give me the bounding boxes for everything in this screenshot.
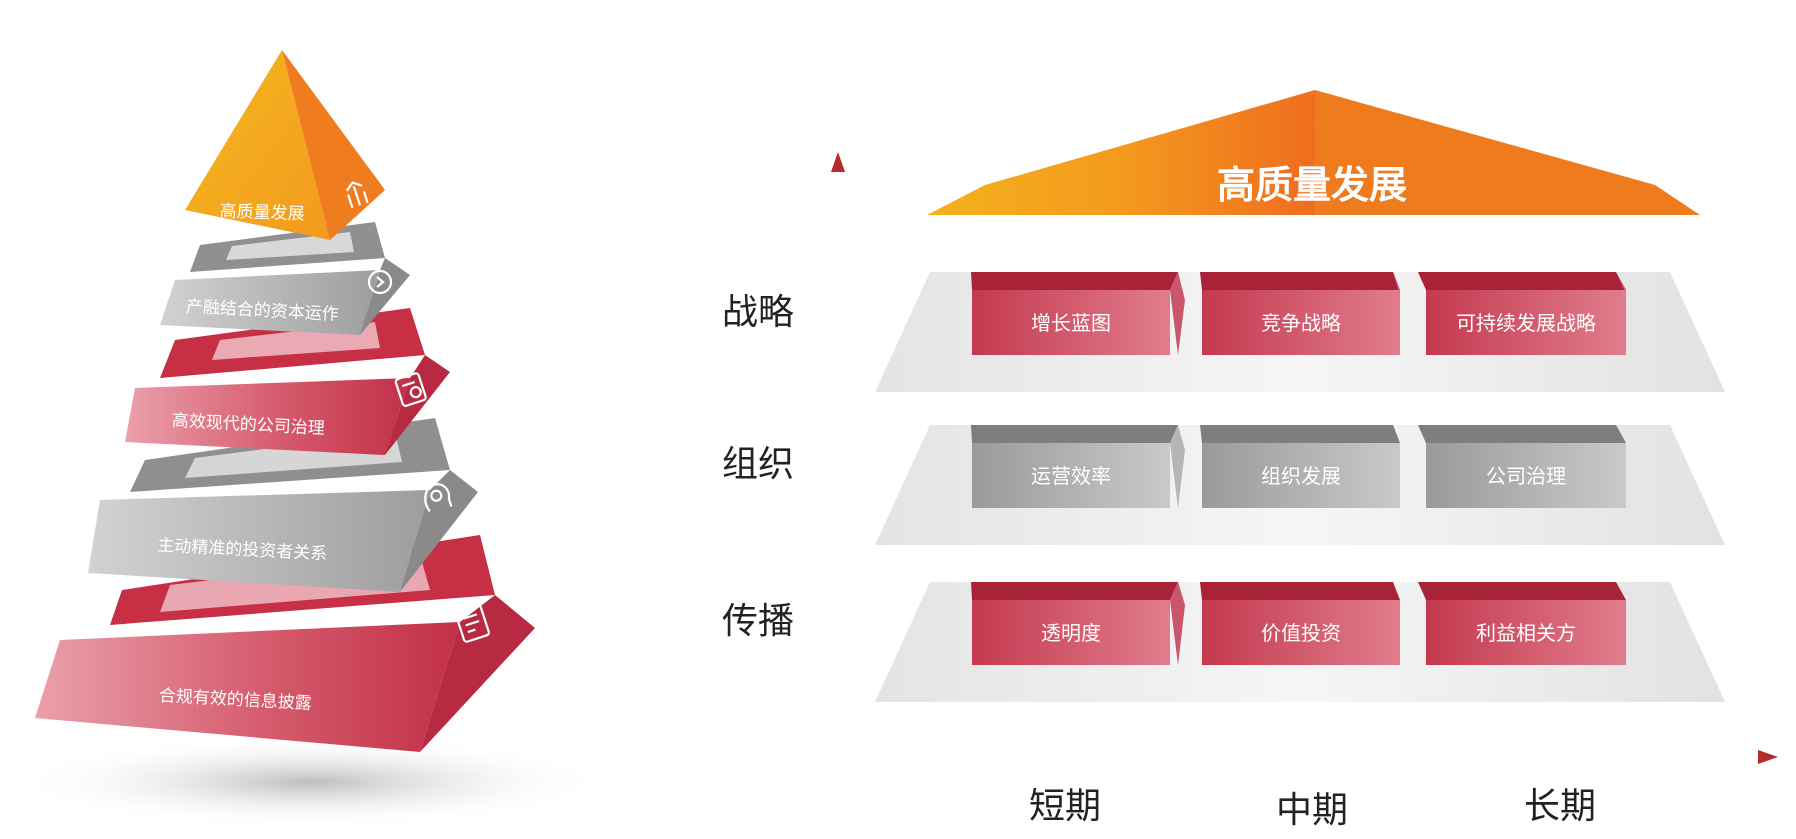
box-growth-blueprint: 增长蓝图 (971, 272, 1185, 355)
box-organizational-development: 组织发展 (1200, 425, 1400, 508)
x-label-short-term: 短期 (1029, 786, 1101, 827)
pyramid-level-2-inner (226, 232, 354, 260)
row-label-strategy: 战略 (722, 292, 794, 333)
y-axis (831, 152, 845, 730)
box-corporate-governance: 公司治理 (1418, 425, 1626, 508)
document-list-icon (454, 603, 490, 643)
head-gear-icon (424, 483, 453, 513)
pyramid-level-2: 产融结合的资本运作 (160, 222, 410, 335)
x-axis-arrow (1758, 750, 1778, 764)
pyramid-level-5-side (420, 595, 535, 752)
y-axis-arrow (831, 152, 845, 172)
x-label-long-term: 长期 (1524, 786, 1596, 827)
roof-right (1315, 90, 1700, 215)
box-label: 价值投资 (1261, 621, 1341, 645)
box-competitive-strategy: 竞争战略 (1200, 272, 1400, 355)
box-label: 增长蓝图 (1031, 311, 1111, 335)
pyramid-level-2-front (160, 270, 380, 335)
pyramid: 合规有效的信息披露 主动精准的投资者关系 高效现代的公司治理 (10, 50, 610, 828)
roof-label: 高质量发展 (1217, 163, 1407, 207)
pyramid-apex-right (282, 50, 385, 240)
pyramid-level-3-side (385, 355, 450, 455)
pyramid-level-1-label: 高质量发展 (219, 202, 305, 225)
framework: 高质量发展 战略 组织 传播 增长蓝图 竞争战略 (722, 90, 1778, 831)
pyramid-apex-left (185, 50, 330, 240)
pyramid-level-4-side (400, 470, 478, 592)
box-label: 运营效率 (1031, 464, 1111, 488)
pyramid-level-1: 高质量发展 (185, 50, 385, 240)
document-seal-icon (394, 372, 427, 407)
box-label: 公司治理 (1486, 464, 1566, 488)
row-2-boxes: 运营效率 组织发展 公司治理 (971, 425, 1626, 508)
row-1-boxes: 增长蓝图 竞争战略 可持续发展战略 (971, 272, 1626, 355)
box-stakeholders: 利益相关方 (1418, 582, 1626, 665)
roof: 高质量发展 (927, 90, 1700, 215)
box-label: 利益相关方 (1476, 621, 1576, 645)
pyramid-shadow (10, 736, 610, 828)
box-transparency: 透明度 (971, 582, 1185, 665)
box-sustainable-strategy: 可持续发展战略 (1418, 272, 1626, 355)
x-axis (880, 750, 1778, 764)
box-label: 可持续发展战略 (1456, 311, 1596, 335)
row-label-communication: 传播 (722, 601, 794, 642)
box-operational-efficiency: 运营效率 (971, 425, 1185, 508)
pyramid-level-5-front (35, 622, 460, 752)
x-label-mid-term: 中期 (1276, 790, 1348, 831)
pyramid-level-4-front (88, 490, 430, 592)
pyramid-level-5: 合规有效的信息披露 (35, 535, 535, 752)
pyramid-level-2-side (360, 258, 410, 335)
row-label-organization: 组织 (722, 444, 794, 485)
box-label: 组织发展 (1261, 464, 1341, 488)
pyramid-level-3-front (125, 378, 410, 455)
growth-chart-icon (345, 181, 369, 209)
cycle-icon (367, 269, 393, 295)
box-label: 透明度 (1041, 621, 1101, 645)
row-3-boxes: 透明度 价值投资 利益相关方 (971, 582, 1626, 665)
box-label: 竞争战略 (1261, 311, 1341, 335)
roof-left (927, 90, 1315, 215)
box-value-investment: 价值投资 (1200, 582, 1400, 665)
